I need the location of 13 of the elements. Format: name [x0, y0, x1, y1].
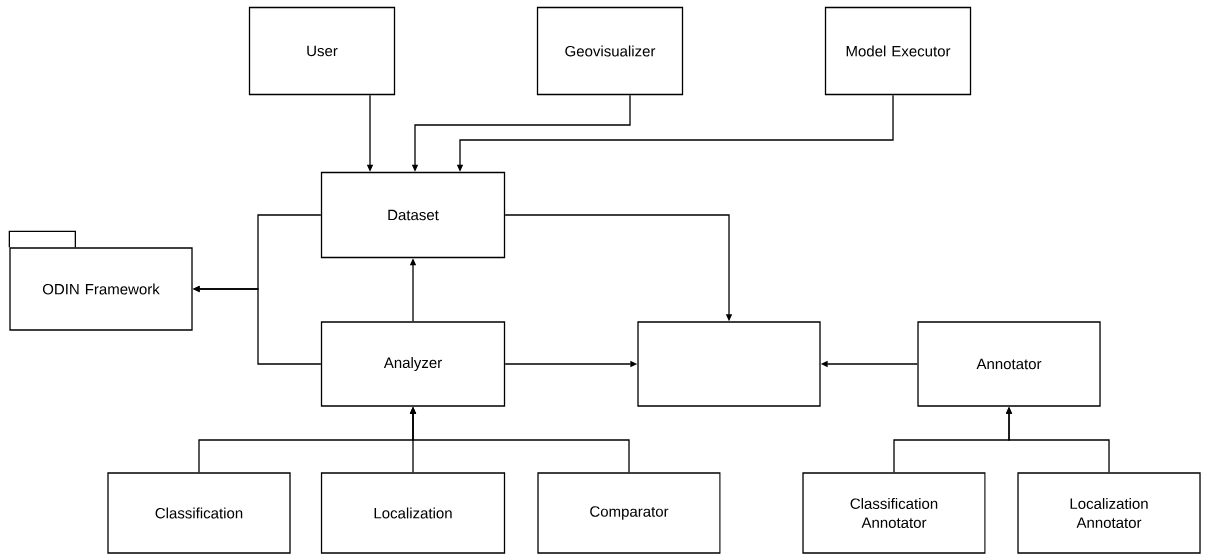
- process-box: Classification Annotator: [802, 472, 986, 554]
- process-box: [637, 321, 821, 407]
- process-box: Model Executor: [824, 6, 972, 96]
- process-box: Comparator: [537, 472, 721, 554]
- folder-box: ODIN Framework: [8, 230, 193, 331]
- process-box: Classification: [107, 472, 291, 554]
- process-box: Localization Annotator: [1017, 472, 1201, 554]
- process-box: Analyzer: [320, 321, 506, 407]
- process-box: User: [248, 6, 396, 96]
- process-box: Geovisualizer: [536, 6, 684, 96]
- process-box: Annotator: [917, 321, 1101, 407]
- process-box: Localization: [320, 472, 506, 554]
- process-box: Dataset: [320, 171, 506, 259]
